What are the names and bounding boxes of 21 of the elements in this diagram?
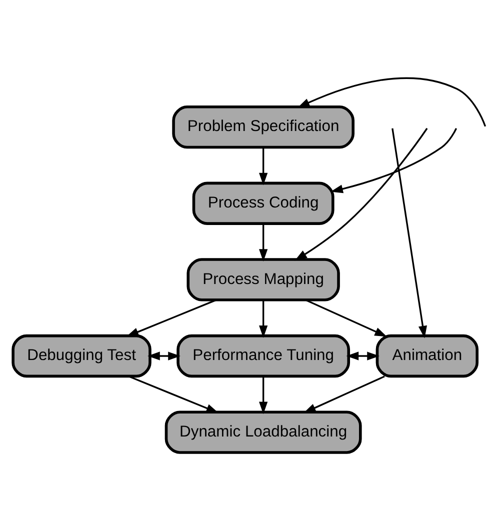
node-box: Process Mapping	[186, 258, 340, 301]
arrow	[303, 375, 385, 413]
arrow	[346, 351, 380, 360]
arrow	[297, 76, 486, 126]
node-box: Debugging Test	[12, 334, 152, 378]
node-box: Problem Specification	[172, 104, 354, 148]
arrow	[128, 375, 219, 412]
arrow	[259, 376, 268, 414]
arrow	[126, 298, 216, 336]
arrow	[259, 300, 268, 338]
arrow	[392, 128, 428, 338]
node-box: Animation	[376, 334, 479, 378]
arrow	[259, 147, 268, 185]
arrow	[330, 127, 458, 193]
arrow	[306, 298, 388, 336]
node-box: Process Coding	[192, 181, 334, 224]
arrow	[294, 127, 428, 260]
arrow	[259, 223, 268, 262]
node-box: Performance Tuning	[176, 334, 350, 378]
node-box: Dynamic Loadbalancing	[164, 410, 362, 454]
arrow	[148, 351, 180, 360]
